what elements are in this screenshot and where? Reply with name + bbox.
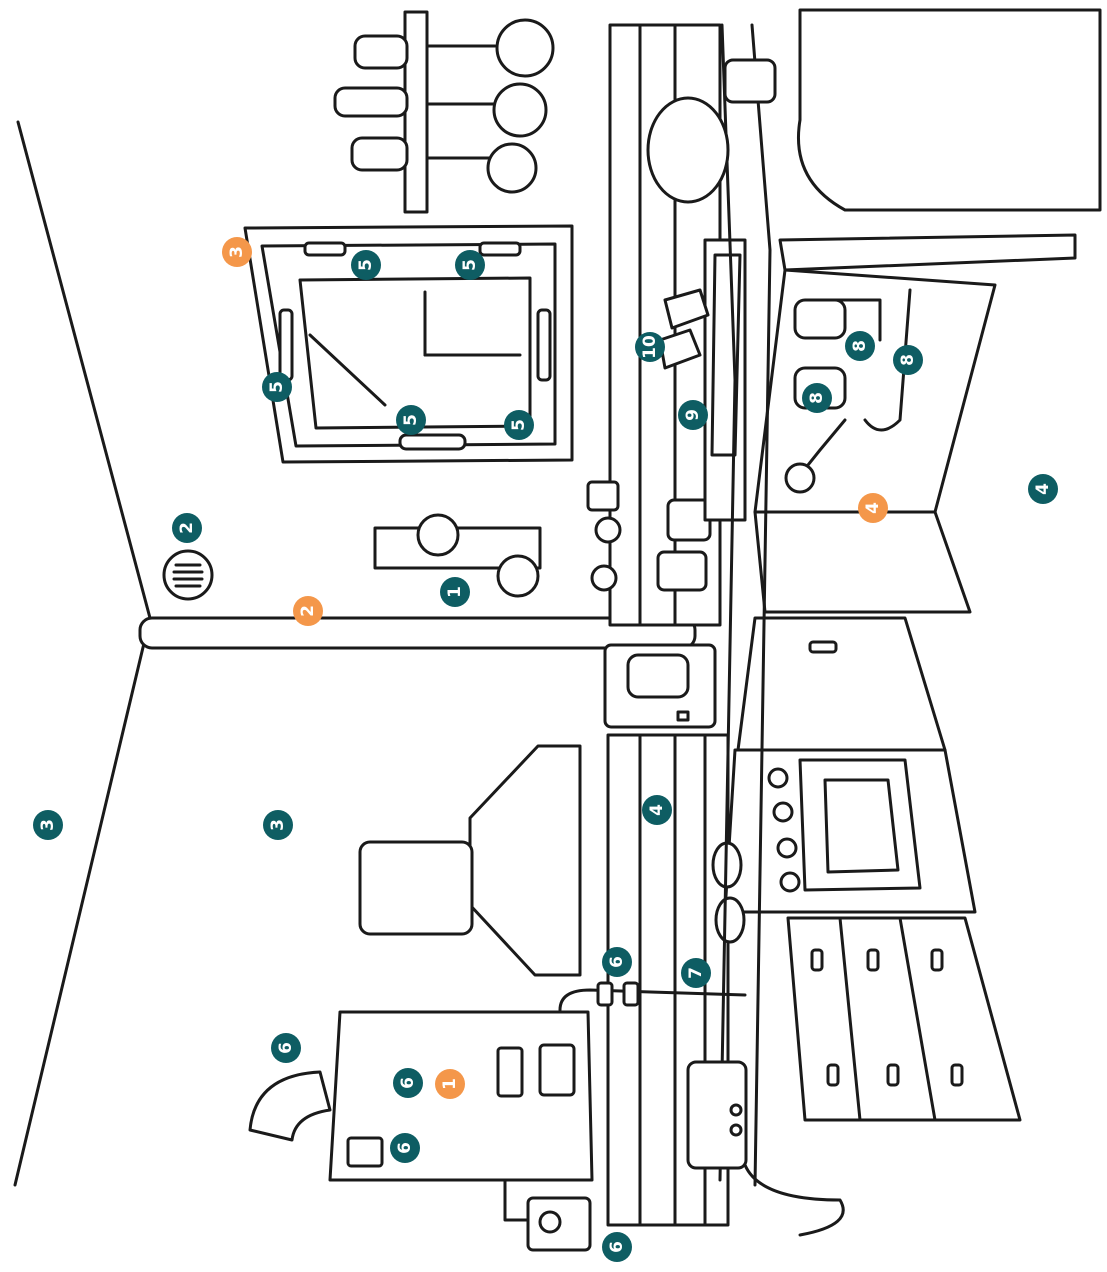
marker-teal-7: 7	[681, 958, 711, 988]
marker-teal-3: 3	[263, 810, 293, 840]
marker-teal-8: 8	[893, 345, 923, 375]
marker-label: 5	[509, 419, 529, 431]
marker-teal-5: 5	[262, 372, 292, 402]
marker-label: 6	[276, 1042, 296, 1054]
marker-label: 5	[356, 259, 376, 271]
marker-label: 6	[607, 1241, 627, 1253]
wall-cabinet	[798, 10, 1100, 210]
marker-label: 6	[398, 1077, 418, 1089]
under-sink-cabinet	[755, 235, 1075, 612]
drawers	[788, 918, 1020, 1120]
thermostat	[505, 1180, 590, 1250]
marker-teal-3: 3	[33, 810, 63, 840]
marker-teal-9: 9	[678, 400, 708, 430]
marker-label: 4	[863, 502, 883, 514]
tile-backsplash	[608, 25, 728, 1225]
range-hood	[360, 746, 580, 975]
marker-teal-6: 6	[393, 1068, 423, 1098]
marker-label: 10	[640, 335, 660, 359]
marker-label: 8	[807, 392, 827, 404]
marker-orange-2: 2	[293, 596, 323, 626]
marker-label: 5	[460, 259, 480, 271]
marker-teal-4: 4	[642, 795, 672, 825]
marker-orange-4: 4	[858, 493, 888, 523]
side-panel	[738, 618, 945, 750]
marker-teal-5: 5	[396, 405, 426, 435]
marker-orange-3: 3	[222, 237, 252, 267]
marker-label: 2	[298, 605, 318, 617]
marker-label: 1	[445, 586, 465, 598]
marker-teal-8: 8	[845, 331, 875, 361]
marker-label: 1	[440, 1078, 460, 1090]
marker-label: 3	[268, 819, 288, 831]
marker-label: 9	[683, 409, 703, 421]
marker-teal-8: 8	[802, 383, 832, 413]
marker-teal-6: 6	[602, 1232, 632, 1262]
marker-teal-4: 4	[1028, 474, 1058, 504]
marker-label: 6	[395, 1142, 415, 1154]
water-heater-flue	[250, 1072, 330, 1140]
marker-teal-10: 10	[635, 332, 665, 362]
marker-label: 5	[401, 414, 421, 426]
marker-teal-6: 6	[390, 1133, 420, 1163]
marker-teal-5: 5	[455, 250, 485, 280]
marker-label: 4	[1033, 483, 1053, 495]
marker-teal-6: 6	[602, 947, 632, 977]
marker-label: 3	[227, 246, 247, 258]
marker-label: 6	[607, 956, 627, 968]
coffee-maker	[605, 645, 715, 727]
marker-label: 2	[177, 522, 197, 534]
marker-label: 7	[686, 967, 706, 979]
marker-label: 8	[898, 354, 918, 366]
marker-label: 8	[850, 340, 870, 352]
marker-teal-2: 2	[172, 513, 202, 543]
water-heater	[250, 1012, 592, 1180]
pot-rack	[335, 12, 553, 212]
marker-teal-5: 5	[504, 410, 534, 440]
marker-label: 4	[647, 804, 667, 816]
marker-teal-5: 5	[351, 250, 381, 280]
marker-label: 3	[38, 819, 58, 831]
marker-teal-6: 6	[271, 1033, 301, 1063]
round-vent	[164, 551, 212, 599]
marker-label: 5	[267, 381, 287, 393]
marker-orange-1: 1	[435, 1069, 465, 1099]
stove	[713, 750, 975, 942]
marker-teal-1: 1	[440, 577, 470, 607]
